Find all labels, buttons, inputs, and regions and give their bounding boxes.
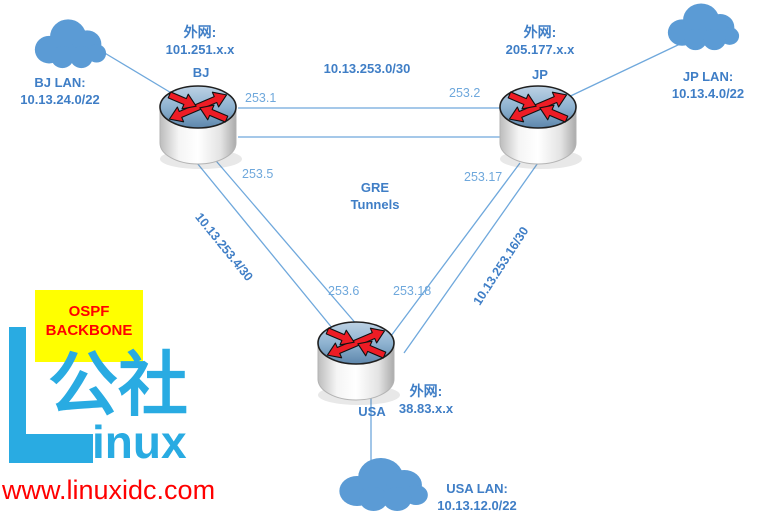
watermark-url: www.linuxidc.com [2,475,216,505]
if-jp-253-2: 253.2 [449,86,481,100]
if-usa-253-6: 253.6 [328,284,360,298]
router-jp-name: JP [532,67,548,82]
ospf-line2: BACKBONE [45,322,133,339]
link-bj-usa-line-2 [210,154,365,334]
link-bj-jp-subnet: 10.13.253.0/30 [323,61,411,76]
jp-wan-label: 外网: 205.177.x.x [506,24,575,59]
usa-lan-title: USA LAN: [446,481,508,496]
watermark-linux-text: inux [92,416,187,468]
router-usa-icon [317,321,401,406]
router-usa-name: USA [358,404,386,419]
usa-lan-label: USA LAN: 10.13.12.0/22 [437,481,517,514]
ospf-backbone-box: OSPF BACKBONE [35,290,143,362]
usa-wan-label: 外网: 38.83.x.x [399,383,453,418]
bj-lan-label: BJ LAN: 10.13.24.0/22 [20,75,100,108]
jp-wan-ip: 205.177.x.x [505,41,575,57]
gre-line2: Tunnels [350,196,400,212]
usa-lan-subnet: 10.13.12.0/22 [437,497,517,513]
router-bj-name: BJ [192,65,210,80]
gre-tunnels-label: GRE Tunnels [351,180,400,213]
link-jp-usa-line-2 [403,159,541,354]
if-bj-253-1: 253.1 [245,91,277,105]
jp-lan-cloud-icon [667,3,740,51]
watermark-l-vertical-bar [9,327,26,463]
jp-lan-title: JP LAN: [682,69,734,84]
jp-lan-subnet: 10.13.4.0/22 [671,85,745,101]
link-jp-usa-line-1 [381,162,521,349]
if-usa-253-18: 253.18 [393,284,432,298]
usa-lan-cloud-icon [339,458,428,511]
jp-lan-stub-line [559,43,681,102]
gre-line1: GRE [360,180,390,195]
usa-wan-title: 外网: [409,383,443,399]
bj-wan-ip: 101.251.x.x [165,41,235,57]
jp-wan-title: 外网: [523,24,557,40]
bj-lan-stub-line [102,51,184,101]
link-bj-usa-line-1 [187,151,343,341]
ospf-line1: OSPF [68,303,110,320]
bj-wan-label: 外网: 101.251.x.x [166,24,235,59]
if-jp-253-17: 253.17 [464,170,503,184]
bj-lan-cloud-icon [34,19,107,69]
connection-lines [102,43,681,470]
watermark-l-horizontal-bar [9,434,93,463]
bj-wan-title: 外网: [183,24,217,40]
bj-lan-subnet: 10.13.24.0/22 [20,91,100,107]
bj-lan-title: BJ LAN: [34,75,86,90]
if-bj-253-5: 253.5 [242,167,274,181]
usa-wan-ip: 38.83.x.x [398,400,454,416]
jp-lan-label: JP LAN: 10.13.4.0/22 [672,69,744,102]
router-bj-icon [159,85,243,170]
watermark-cjk-text: 公社 [48,346,188,424]
router-jp-icon [499,85,583,170]
